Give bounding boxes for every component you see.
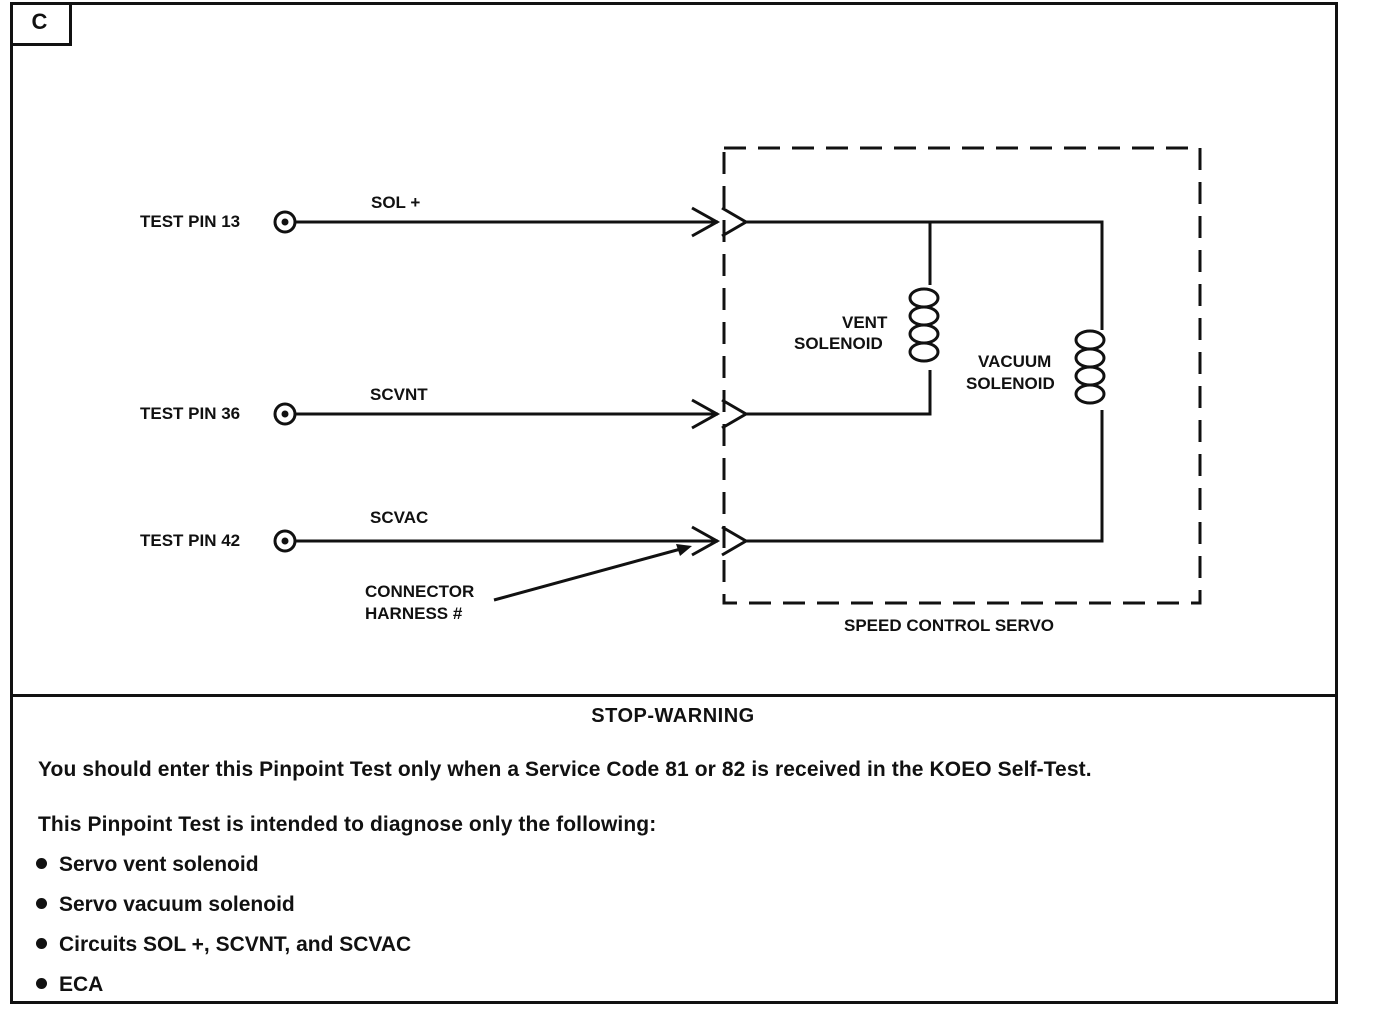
warning-line-1: You should enter this Pinpoint Test only… — [38, 758, 1092, 781]
vacuum-solenoid-label-line2: SOLENOID — [966, 374, 1055, 393]
vacuum-solenoid-label-line1: VACUUM — [978, 352, 1052, 371]
connector-harness-arrowhead — [676, 544, 692, 556]
connector-harness-label-line1: CONNECTOR — [365, 582, 475, 601]
connector-chevron-2b — [721, 398, 749, 430]
sol-plus-signal-label: SOL + — [371, 193, 421, 212]
connector-chevron-3b — [721, 525, 749, 557]
connector-harness-label-line2: HARNESS # — [365, 604, 463, 623]
warning-line-2: This Pinpoint Test is intended to diagno… — [38, 813, 657, 836]
servo-top-wire — [746, 220, 1104, 330]
scvac-signal-label: SCVAC — [370, 508, 429, 527]
warning-item-text: Servo vent solenoid — [59, 853, 259, 876]
warning-item: Servo vent solenoid — [36, 853, 259, 877]
vent-solenoid-coil — [908, 287, 940, 363]
pin-36-label: TEST PIN 36 — [140, 404, 241, 423]
bullet-icon — [36, 977, 47, 989]
warning-divider — [10, 694, 1338, 697]
connector-chevron-1b — [721, 206, 749, 238]
speed-control-servo-boundary — [722, 146, 1202, 605]
page-frame — [10, 2, 1338, 1004]
vent-solenoid-label-line1: VENT — [842, 313, 888, 332]
warning-item-text: Circuits SOL +, SCVNT, and SCVAC — [59, 933, 412, 956]
connector-chevron-1a — [691, 206, 721, 238]
connector-harness-pointer — [493, 545, 689, 602]
vacuum-solenoid-coil — [1074, 329, 1106, 405]
bullet-icon — [36, 897, 47, 909]
section-letter-tag: C — [10, 2, 72, 46]
vent-bottom-lead — [746, 370, 932, 416]
warning-item-text: Servo vacuum solenoid — [59, 893, 295, 916]
connector-chevron-3a — [691, 525, 721, 557]
warning-item: Servo vacuum solenoid — [36, 893, 295, 917]
bullet-icon — [36, 857, 47, 869]
warning-title: STOP-WARNING — [591, 705, 755, 727]
warning-item: Circuits SOL +, SCVNT, and SCVAC — [36, 933, 411, 957]
vacuum-bottom-lead — [746, 410, 1104, 543]
speed-control-servo-label: SPEED CONTROL SERVO — [844, 616, 1055, 635]
bullet-icon — [36, 937, 47, 949]
warning-item: ECA — [36, 973, 103, 997]
pin-13-label: TEST PIN 13 — [140, 212, 241, 231]
warning-item-text: ECA — [59, 973, 104, 996]
wiring-diagram — [273, 146, 1202, 605]
vent-solenoid-label-line2: SOLENOID — [794, 334, 883, 353]
connector-chevron-2a — [691, 398, 721, 430]
scvnt-signal-label: SCVNT — [370, 385, 428, 404]
pin-42-label: TEST PIN 42 — [140, 531, 241, 550]
